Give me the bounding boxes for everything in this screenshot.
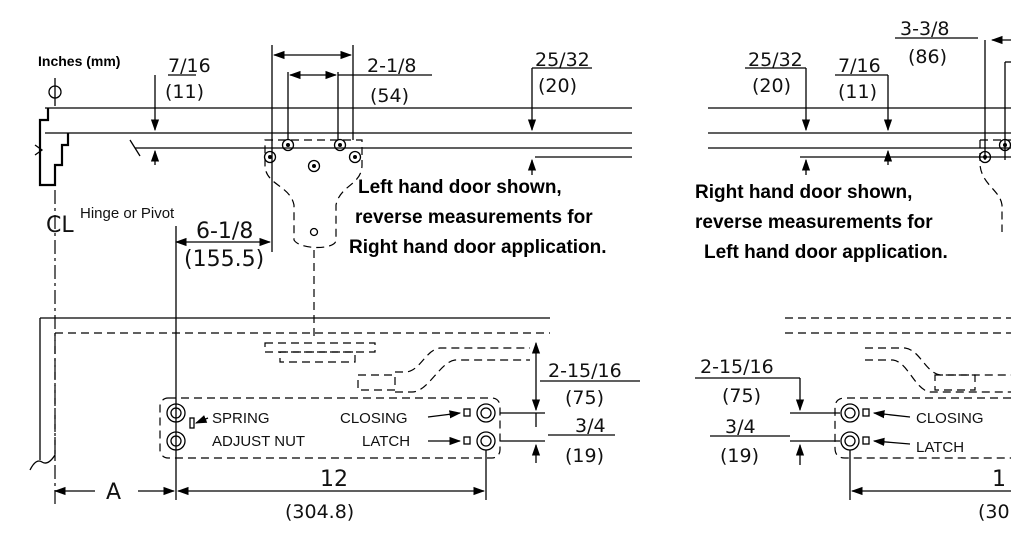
dim-a-label: A <box>106 480 121 505</box>
r-dim-25-32-mm: (20) <box>752 75 791 97</box>
dim-25-32-in: 25/32 <box>535 49 590 71</box>
right-note-line-2: reverse measurements for <box>695 212 933 233</box>
r-closing-label: CLOSING <box>916 410 984 427</box>
hinge-label: Hinge or Pivot <box>80 205 175 222</box>
r-dim-12-mm: (30 <box>978 501 1010 523</box>
left-note-line-3: Right hand door application. <box>349 237 607 258</box>
r-dim-3-3-8-in: 3-3/8 <box>900 18 950 40</box>
spring-label: SPRING <box>212 410 270 427</box>
dim-12-in: 12 <box>320 467 348 492</box>
right-note-line-1: Right hand door shown, <box>695 182 912 203</box>
r-dim-12-in: 1 <box>992 467 1006 492</box>
r-dim-3-3-8-mm: (86) <box>908 46 947 68</box>
dim-6-1-8-mm: (155.5) <box>184 247 264 272</box>
left-diagram: Inches (mm) CL Hinge or Pivot 7/16 (11) <box>29 45 640 523</box>
hinge-profile <box>34 78 141 187</box>
dim-7-16-in: 7/16 <box>168 55 211 77</box>
r-dim-3-4-mm: (19) <box>720 445 759 467</box>
dim-2-1-8-mm: (54) <box>370 85 409 107</box>
r-dim-2-15-16-in: 2-15/16 <box>700 356 774 378</box>
r-dim-7-16-mm: (11) <box>838 81 877 103</box>
closer-arm <box>264 342 530 393</box>
door-side-view <box>29 317 550 471</box>
closing-label: CLOSING <box>340 410 408 427</box>
dim-25-32-mm: (20) <box>538 75 577 97</box>
dim-2-15-16-in: 2-15/16 <box>548 360 622 382</box>
mounting-plate <box>263 138 363 249</box>
dim-12-mm: (304.8) <box>285 501 354 523</box>
closer-body <box>159 397 501 459</box>
r-dim-3-4-in: 3/4 <box>725 416 756 438</box>
right-note-line-3: Left hand door application. <box>704 242 948 263</box>
dim-3-4-in: 3/4 <box>575 415 606 437</box>
r-dim-25-32-in: 25/32 <box>748 49 803 71</box>
adjust-nut-label: ADJUST NUT <box>212 433 305 450</box>
dim-3-4-mm: (19) <box>565 445 604 467</box>
right-diagram: 25/32 (20) 7/16 (11) 3-3/8 (86) Right ha… <box>695 18 1011 523</box>
r-dim-7-16-in: 7/16 <box>838 55 881 77</box>
units-header: Inches (mm) <box>38 53 120 69</box>
dim-6-1-8-in: 6-1/8 <box>196 219 253 244</box>
r-latch-label: LATCH <box>916 439 964 456</box>
latch-label: LATCH <box>362 433 410 450</box>
dim-2-1-8-in: 2-1/8 <box>367 55 417 77</box>
dim-2-15-16-mm: (75) <box>565 387 604 409</box>
dim-7-16-mm: (11) <box>165 81 204 103</box>
centerline-mark: CL <box>46 213 74 238</box>
left-note-line-1: Left hand door shown, <box>358 177 562 198</box>
left-note-line-2: reverse measurements for <box>355 207 593 228</box>
plate-screw-holes <box>263 138 362 237</box>
r-dim-2-15-16-mm: (75) <box>722 385 761 407</box>
